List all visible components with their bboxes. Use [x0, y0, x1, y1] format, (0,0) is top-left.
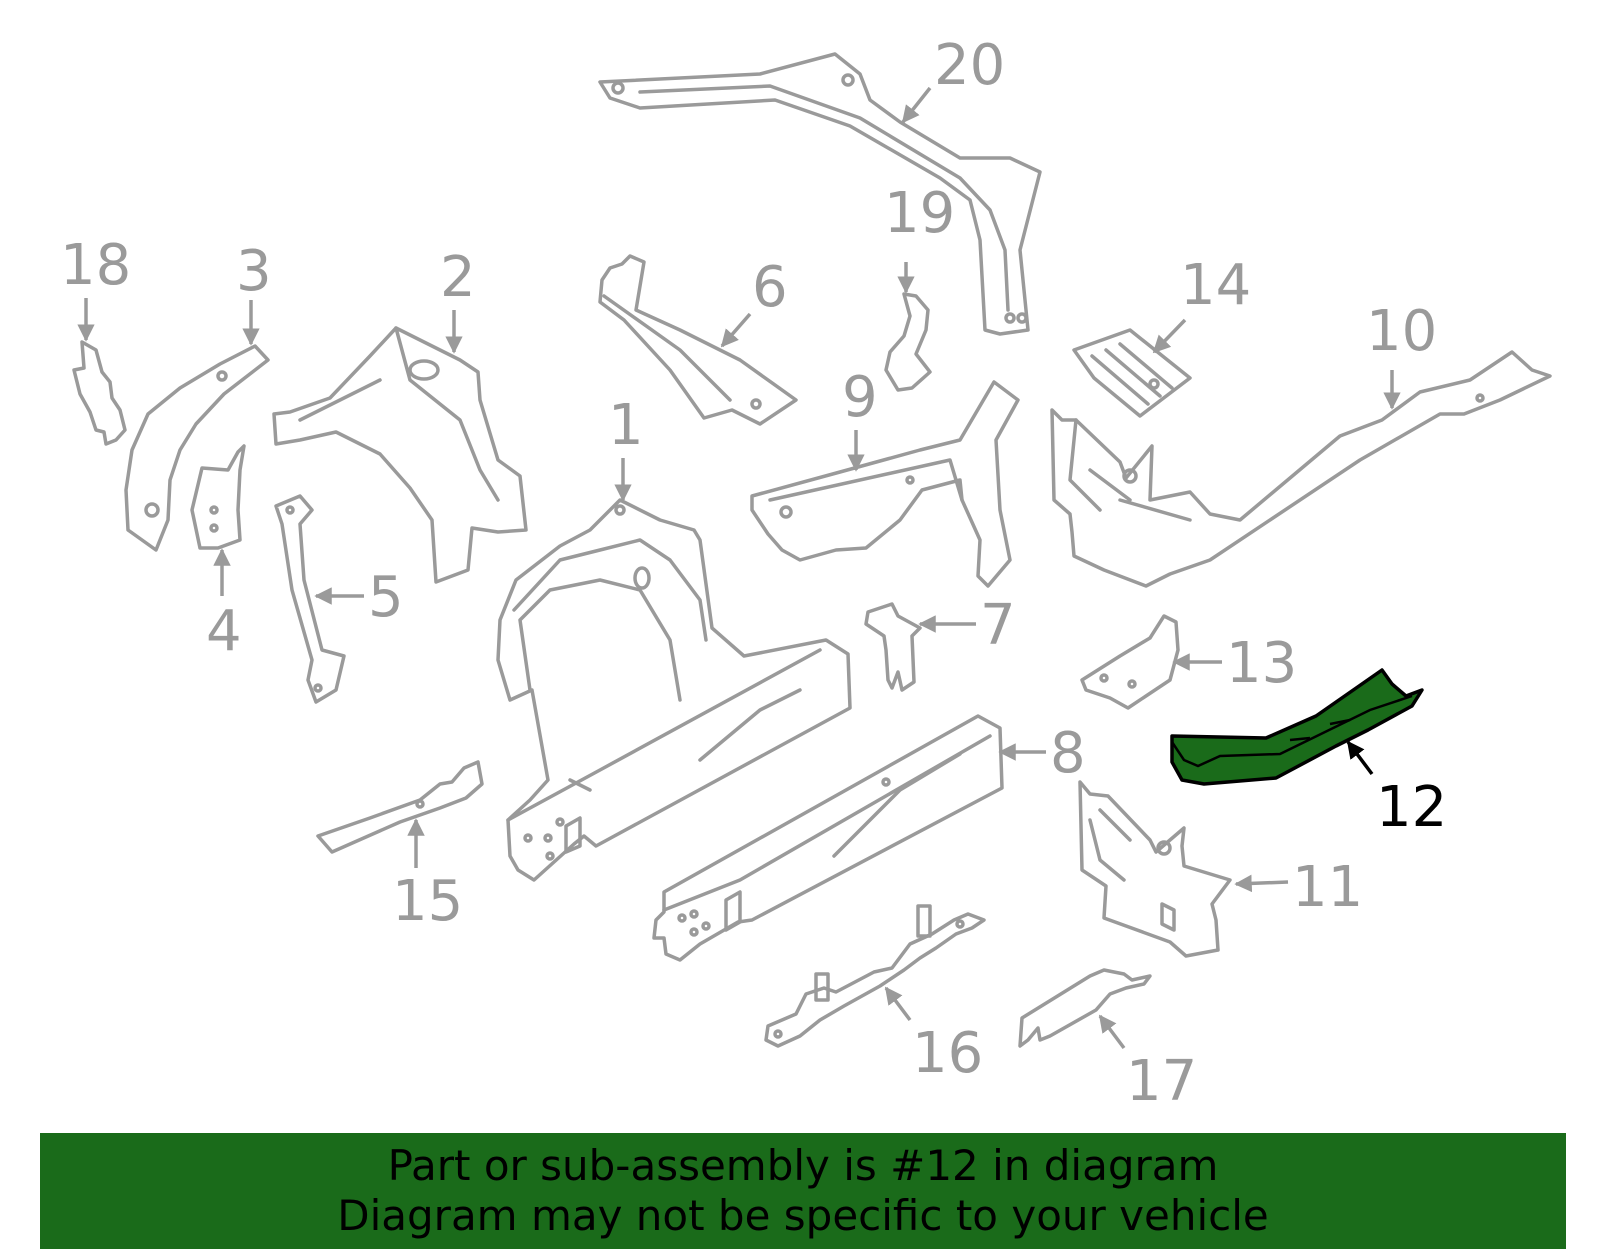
callout-3: 3	[236, 239, 272, 304]
part-12-highlighted[interactable]	[1170, 668, 1424, 786]
callout-4: 4	[206, 599, 242, 664]
callout-9: 9	[842, 365, 878, 430]
callout-6: 6	[752, 255, 788, 320]
banner-line-1: Part or sub-assembly is #12 in diagram	[387, 1141, 1219, 1190]
callout-15: 15	[392, 869, 463, 934]
callout-16: 16	[912, 1021, 983, 1086]
callout-8: 8	[1050, 721, 1086, 786]
leader-lines	[77, 86, 1401, 1050]
part-4[interactable]	[190, 444, 246, 550]
part-19[interactable]	[884, 292, 932, 392]
part-8[interactable]	[652, 714, 1004, 962]
part-6[interactable]	[598, 254, 798, 426]
part-1[interactable]	[496, 498, 852, 882]
callout-19: 19	[884, 181, 955, 246]
callout-2: 2	[440, 245, 476, 310]
part-17[interactable]	[1018, 968, 1152, 1048]
callout-18: 18	[60, 233, 131, 298]
callout-12: 12	[1376, 775, 1447, 840]
banner-line-2: Diagram may not be specific to your vehi…	[337, 1191, 1269, 1240]
part-13[interactable]	[1080, 614, 1180, 710]
callout-10: 10	[1366, 299, 1437, 364]
part-15[interactable]	[316, 760, 484, 854]
callout-13: 13	[1226, 631, 1297, 696]
callout-labels: 20 19 18 3 2 6 14 10 9 1 4 5 7 13 8 12 1…	[60, 33, 1447, 1114]
part-2[interactable]	[272, 326, 528, 584]
part-3[interactable]	[124, 344, 270, 552]
part-5[interactable]	[274, 494, 346, 704]
callout-7: 7	[980, 593, 1016, 658]
info-banner: Part or sub-assembly is #12 in diagram D…	[40, 1133, 1566, 1249]
callout-5: 5	[368, 565, 404, 630]
part-11[interactable]	[1078, 780, 1232, 958]
part-7[interactable]	[864, 602, 922, 692]
callout-11: 11	[1292, 855, 1363, 920]
callout-14: 14	[1180, 253, 1251, 318]
callout-1: 1	[608, 393, 644, 458]
part-14[interactable]	[1072, 328, 1192, 418]
part-9[interactable]	[750, 380, 1020, 588]
part-16[interactable]	[764, 904, 986, 1048]
callout-20: 20	[934, 33, 1005, 98]
part-20[interactable]	[598, 52, 1042, 336]
part-18[interactable]	[72, 340, 127, 446]
part-10[interactable]	[1050, 350, 1552, 588]
callout-17: 17	[1126, 1049, 1197, 1114]
